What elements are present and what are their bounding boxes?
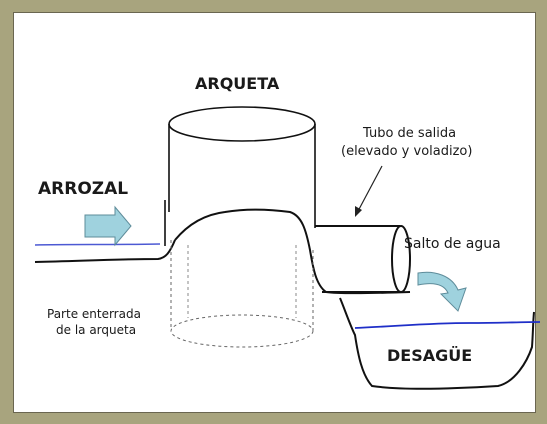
water-line-desague xyxy=(354,321,541,329)
diagram-panel xyxy=(13,12,536,413)
tube-pointer-head xyxy=(355,206,362,217)
outlet-tube-body xyxy=(315,225,400,293)
label-desague: DESAGÜE xyxy=(387,346,473,365)
buried-bottom-ellipse xyxy=(170,314,314,348)
earth-mound xyxy=(174,208,411,295)
ground-line-left xyxy=(34,239,176,263)
inflow-arrow xyxy=(84,205,132,247)
arqueta-top-ellipse xyxy=(168,106,316,142)
label-enterrada-line2: de la arqueta xyxy=(56,323,137,337)
water-line-arrozal xyxy=(34,243,161,246)
label-tubo-line2: (elevado y voladizo) xyxy=(341,144,473,159)
label-arqueta: ARQUETA xyxy=(195,74,280,93)
label-salto: Salto de agua xyxy=(404,236,501,252)
drainage-channel xyxy=(339,297,535,390)
label-tubo-line1: Tubo de salida xyxy=(363,126,457,141)
label-enterrada-line1: Parte enterrada xyxy=(47,307,141,321)
outlet-tube-end xyxy=(391,225,411,293)
tube-pointer-line xyxy=(356,165,383,214)
label-arrozal: ARROZAL xyxy=(38,179,129,199)
waterfall-arrow xyxy=(417,271,467,312)
